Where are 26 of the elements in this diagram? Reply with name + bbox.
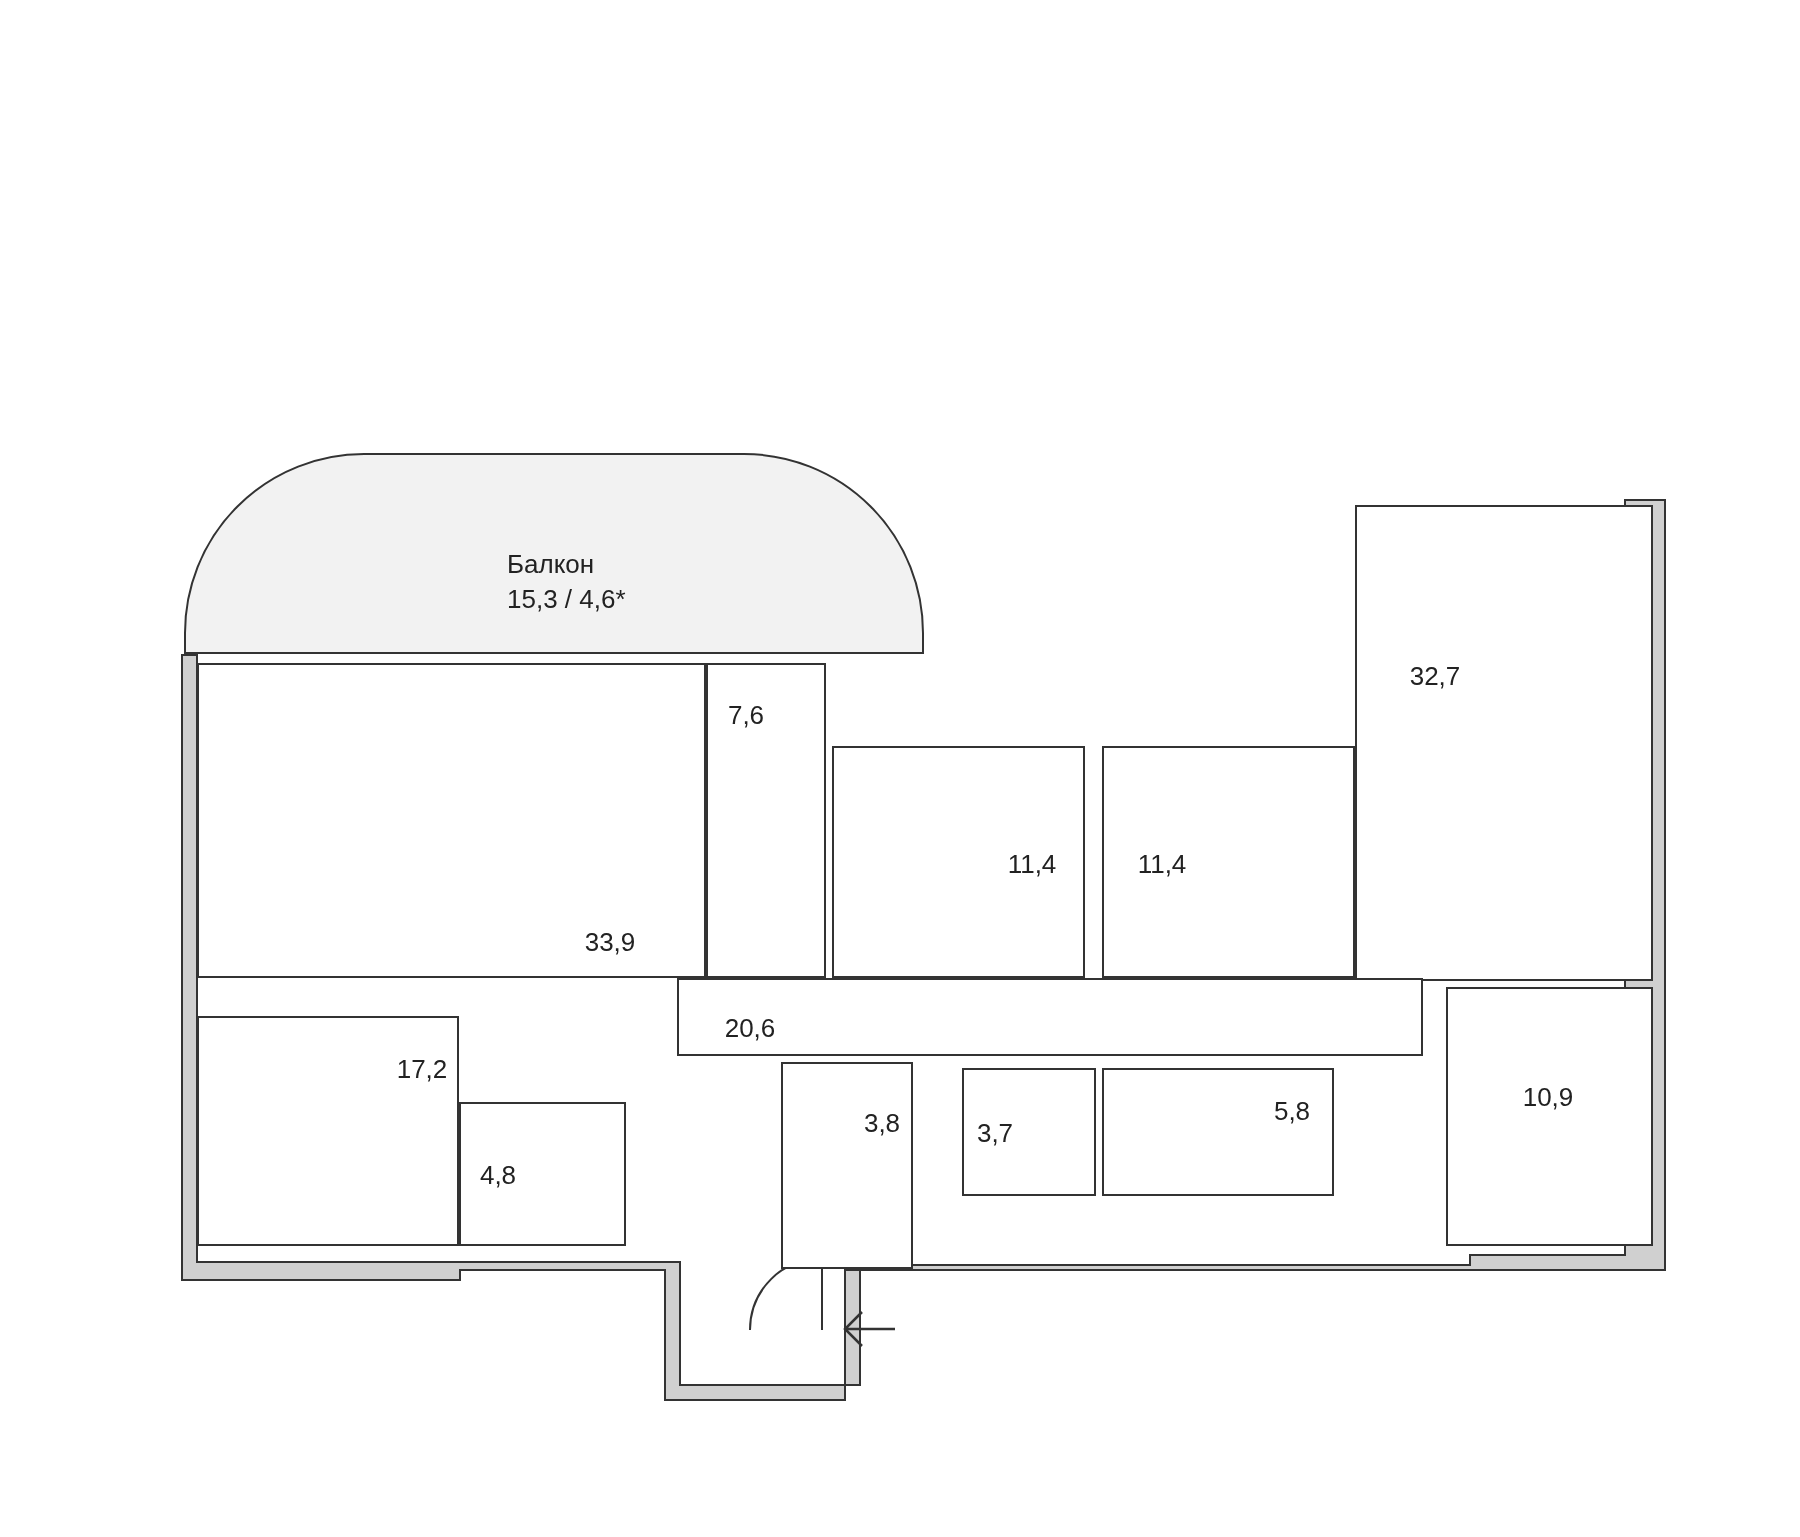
area-label: 10,9 [1522, 1081, 1574, 1115]
area-label: 5,8 [1273, 1095, 1311, 1129]
room-area [677, 978, 1423, 1056]
area-label: 17,2 [396, 1053, 448, 1087]
room-area [706, 663, 826, 978]
room-area [962, 1068, 1096, 1196]
room-area [1102, 746, 1355, 978]
area-label: 20,6 [724, 1012, 776, 1046]
room-area [1446, 987, 1653, 1246]
room-name: Балкон [507, 547, 596, 581]
area-label: 3,7 [976, 1117, 1014, 1151]
room-area [1102, 1068, 1334, 1196]
area-label: 11,4 [1007, 848, 1057, 882]
area-label: 4,8 [479, 1159, 517, 1193]
area-label: 33,9 [584, 926, 636, 960]
area-label: 11,4 [1137, 848, 1187, 882]
area-label: 15,3 / 4,6* [507, 583, 626, 616]
area-label: 3,8 [863, 1107, 901, 1141]
area-label: 32,7 [1409, 660, 1461, 694]
room-area [459, 1102, 626, 1246]
room-area [1355, 505, 1653, 981]
area-label: 7,6 [727, 699, 765, 733]
room-area [781, 1062, 913, 1269]
room-area [197, 663, 706, 978]
room-area [197, 1016, 459, 1246]
room-area [832, 746, 1085, 978]
